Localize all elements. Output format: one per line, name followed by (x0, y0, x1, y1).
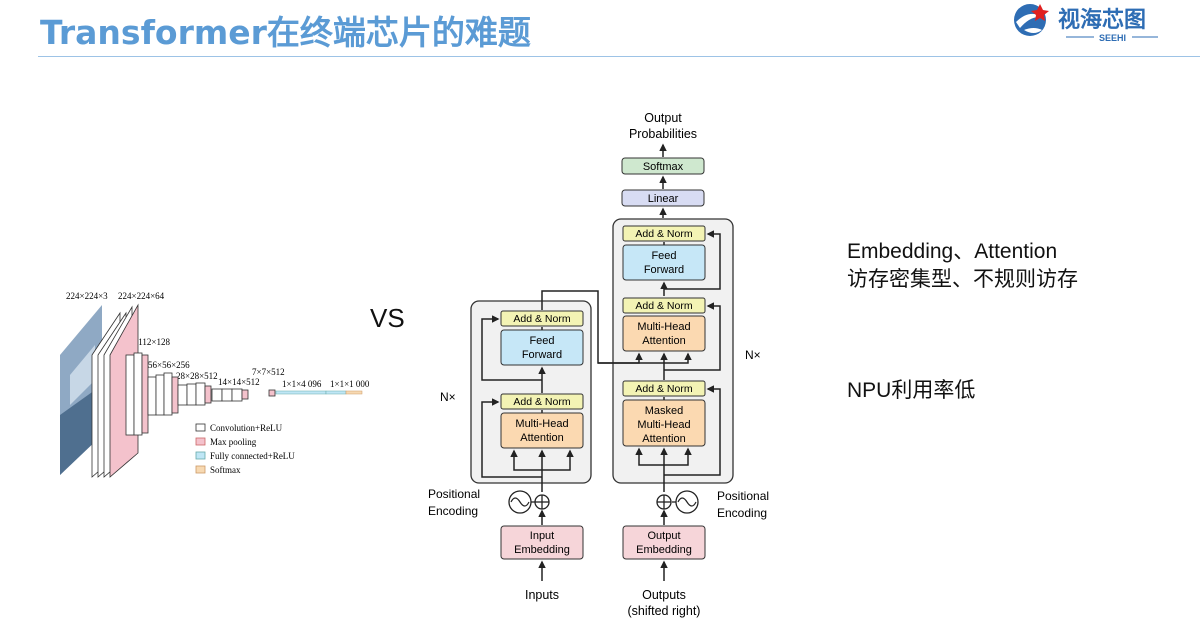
svg-text:Attention: Attention (642, 335, 685, 347)
pool5-block (268, 389, 276, 397)
conv4-block (177, 382, 212, 406)
svg-text:Multi-Head: Multi-Head (515, 418, 568, 430)
fc-layers (275, 390, 363, 395)
vgg-legend: Convolution+ReLU Max pooling Fully conne… (195, 423, 295, 475)
svg-text:Embedding: Embedding (514, 544, 570, 556)
svg-text:Forward: Forward (644, 264, 684, 276)
input-image (60, 305, 102, 475)
page-title: Transformer在终端芯片的难题 (40, 13, 531, 52)
bottleneck-notes: Embedding、Attention 访存密集型、不规则访存 (847, 238, 1078, 294)
encoder-nx-label: N× (440, 390, 456, 404)
svg-text:Masked: Masked (645, 405, 684, 417)
svg-text:Add & Norm: Add & Norm (635, 300, 692, 312)
encoder-stack (470, 300, 592, 484)
input-embedding-block (500, 525, 584, 560)
encoder-positional-wave-icon (508, 490, 532, 514)
softmax-block (621, 157, 705, 175)
decoder-nx-label: N× (745, 348, 761, 362)
decoder-positional-label-1: Positional (717, 489, 769, 503)
decoder-add-norm-2 (622, 297, 706, 314)
svg-text:Fully connected+ReLU: Fully connected+ReLU (210, 451, 295, 461)
decoder-connections (635, 230, 721, 492)
conv5-block (211, 388, 249, 402)
decoder-feed-forward (622, 244, 706, 281)
svg-text:Feed: Feed (651, 250, 676, 262)
logo-mark-icon (1014, 4, 1049, 36)
svg-text:Multi-Head: Multi-Head (637, 419, 690, 431)
svg-text:Multi-Head: Multi-Head (637, 321, 690, 333)
svg-text:Add & Norm: Add & Norm (513, 396, 570, 408)
decoder-add-norm-1 (622, 380, 706, 397)
svg-text:Output: Output (647, 530, 680, 542)
dim-label-conv2: 112×112×128 (120, 337, 170, 347)
encoder-feed-forward (500, 329, 584, 366)
encoder-connections (481, 290, 692, 492)
svg-text:Add & Norm: Add & Norm (635, 383, 692, 395)
encoder-add-norm-2 (500, 310, 584, 327)
svg-text:Max pooling: Max pooling (210, 437, 257, 447)
dim-label-conv4: 28×28×512 (176, 371, 218, 381)
svg-text:Forward: Forward (522, 349, 562, 361)
svg-text:Feed: Feed (529, 335, 554, 347)
note-line-3: NPU利用率低 (847, 379, 976, 402)
dim-label-conv1: 224×224×64 (118, 291, 165, 301)
company-logo: 视海芯图 SEEHI (1014, 4, 1158, 43)
encoder-add-icon (534, 494, 550, 510)
conv3-block (147, 372, 179, 416)
note-line-1: Embedding、Attention (847, 240, 1058, 263)
inputs-label: Inputs (525, 588, 559, 602)
legend-item-pool: Max pooling (195, 437, 257, 447)
svg-text:Embedding: Embedding (636, 544, 692, 556)
encoder-positional-label-1: Positional (428, 487, 480, 501)
legend-item-conv: Convolution+ReLU (195, 423, 283, 433)
svg-text:Softmax: Softmax (210, 465, 241, 475)
outputs-label: Outputs (642, 588, 686, 602)
header-divider (38, 56, 1200, 57)
linear-block (621, 189, 705, 207)
output-probabilities-label-1: Output (644, 111, 682, 125)
legend-item-softmax: Softmax (195, 465, 241, 475)
svg-text:Attention: Attention (520, 432, 563, 444)
output-embedding-block (622, 525, 706, 560)
decoder-add-norm-3 (622, 225, 706, 242)
vgg-network-diagram: 224×224×3 224×224×64 112×112×128 56×56×2… (60, 291, 370, 478)
dim-label-input: 224×224×3 (66, 291, 108, 301)
svg-text:Convolution+ReLU: Convolution+ReLU (210, 423, 283, 433)
softmax-label: Softmax (643, 161, 684, 173)
dim-label-conv3: 56×56×256 (148, 360, 190, 370)
dim-label-pool5: 7×7×512 (252, 367, 285, 377)
logo-subtext: SEEHI (1099, 33, 1126, 43)
transformer-diagram: Output Probabilities Softmax Linear Add … (428, 111, 769, 618)
decoder-positional-wave-icon (675, 490, 699, 514)
dim-label-softmax: 1×1×1 000 (330, 379, 370, 389)
logo-text: 视海芯图 (1058, 7, 1146, 32)
output-probabilities-label-2: Probabilities (629, 127, 697, 141)
dim-label-fc: 1×1×4 096 (282, 379, 322, 389)
note-line-2: 访存密集型、不规则访存 (847, 268, 1078, 291)
decoder-positional-label-2: Encoding (717, 506, 767, 520)
decoder-masked-attention (622, 399, 706, 447)
svg-text:Add & Norm: Add & Norm (635, 228, 692, 240)
encoder-add-norm-1 (500, 393, 584, 410)
shifted-right-label: (shifted right) (628, 604, 701, 618)
legend-item-fc: Fully connected+ReLU (195, 451, 295, 461)
linear-label: Linear (648, 193, 679, 205)
svg-text:Attention: Attention (642, 433, 685, 445)
decoder-add-icon (656, 494, 672, 510)
vs-label: VS (370, 303, 405, 333)
decoder-multi-head-attention (622, 315, 706, 352)
svg-text:Input: Input (530, 530, 554, 542)
conv2-block (125, 352, 149, 436)
svg-text:Add & Norm: Add & Norm (513, 313, 570, 325)
encoder-multi-head-attention (500, 412, 584, 449)
dim-label-conv5: 14×14×512 (218, 377, 260, 387)
encoder-positional-label-2: Encoding (428, 504, 478, 518)
